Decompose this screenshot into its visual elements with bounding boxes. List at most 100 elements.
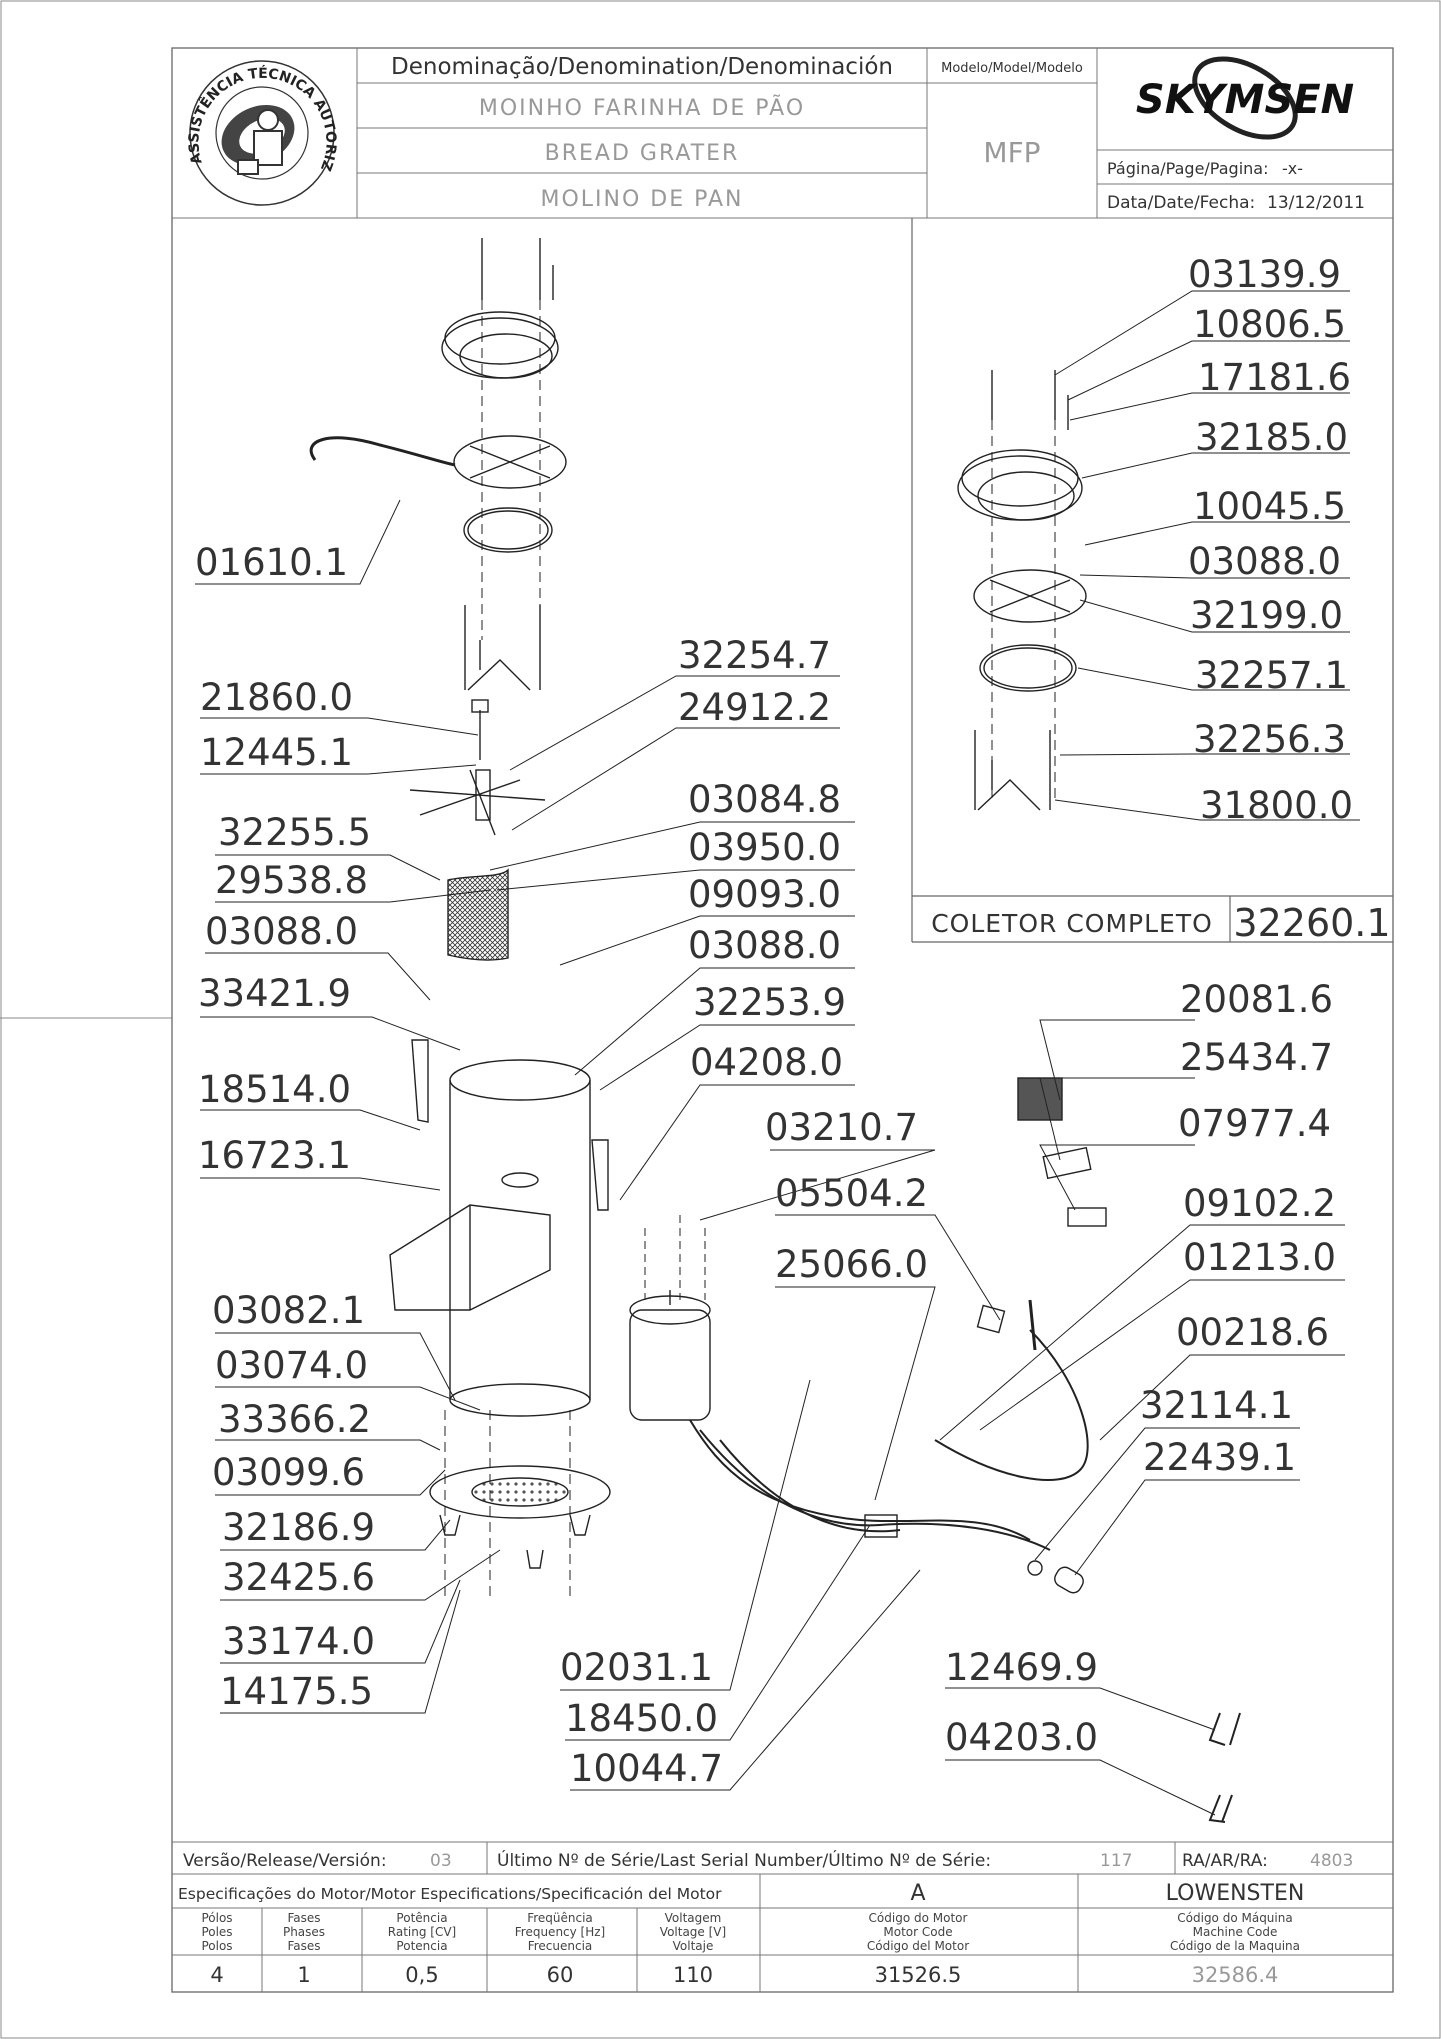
footer-table xyxy=(172,1841,1393,1992)
model-label: Modelo/Model/Modelo xyxy=(941,61,1083,76)
part-label: 03099.6 xyxy=(212,1451,365,1494)
part-label: 03088.0 xyxy=(205,910,358,953)
col-header: Código do Máquina xyxy=(1177,1911,1292,1925)
col-header: Código do Motor xyxy=(869,1911,968,1925)
spec-frequency: 60 xyxy=(547,1963,574,1987)
collector-part-label: 31800.0 xyxy=(1200,784,1353,827)
motor-manufacturer: LOWENSTEN xyxy=(1166,1881,1305,1906)
serial-label: Último Nº de Série/Last Serial Number/Úl… xyxy=(497,1849,991,1871)
part-label: 29538.8 xyxy=(215,859,368,902)
col-header: Fases xyxy=(287,1911,320,1925)
col-header: Motor Code xyxy=(883,1925,952,1939)
col-header: Freqüência xyxy=(527,1911,593,1925)
svg-text:ASSISTÊNCIA TÉCNICA AUTORIZADA: ASSISTÊNCIA TÉCNICA AUTORIZADA xyxy=(0,0,339,173)
part-label: 07977.4 xyxy=(1178,1102,1331,1145)
spec-rating: 0,5 xyxy=(405,1963,438,1987)
date-value: 13/12/2011 xyxy=(1267,193,1365,213)
spec-machine-code: 32586.4 xyxy=(1192,1963,1279,1987)
authorized-service-seal: ASSISTÊNCIA TÉCNICA AUTORIZADA xyxy=(0,0,339,206)
part-label: 33174.0 xyxy=(222,1620,375,1663)
denomination-label: Denominação/Denomination/Denominación xyxy=(391,54,893,80)
col-header: Poles xyxy=(201,1925,232,1939)
part-label: 04203.0 xyxy=(945,1716,1098,1759)
leader-lines-collector xyxy=(1054,290,1360,821)
brand-name: SKYMSEN xyxy=(1136,77,1354,123)
col-header: Phases xyxy=(283,1925,325,1939)
version-label: Versão/Release/Versión: xyxy=(183,1851,387,1871)
part-label: 25066.0 xyxy=(775,1243,928,1286)
part-label: 18514.0 xyxy=(198,1068,351,1111)
col-header: Voltaje xyxy=(673,1939,714,1953)
part-label: 16723.1 xyxy=(198,1134,351,1177)
part-label: 03088.0 xyxy=(688,924,841,967)
col-header: Voltage [V] xyxy=(660,1925,726,1939)
collector-part-label: 03088.0 xyxy=(1188,540,1341,583)
part-label: 32186.9 xyxy=(222,1506,375,1549)
col-header: Potência xyxy=(396,1911,447,1925)
page-value: -x- xyxy=(1282,159,1303,178)
col-header: Frequency [Hz] xyxy=(515,1925,606,1939)
part-label: 03210.7 xyxy=(765,1106,918,1149)
part-label: 12445.1 xyxy=(200,731,353,774)
date-label: Data/Date/Fecha: xyxy=(1107,193,1255,213)
part-label: 02031.1 xyxy=(560,1646,713,1689)
part-label: 09102.2 xyxy=(1183,1182,1336,1225)
ra-value: 4803 xyxy=(1310,1851,1353,1871)
col-header: Código del Motor xyxy=(867,1939,969,1953)
part-label: 03074.0 xyxy=(215,1344,368,1387)
collector-part-label: 03139.9 xyxy=(1188,253,1341,296)
motor-spec-label: Especificações do Motor/Motor Especifica… xyxy=(178,1885,722,1903)
col-header: Rating [CV] xyxy=(388,1925,456,1939)
product-name-en: BREAD GRATER xyxy=(545,141,740,166)
ra-label: RA/AR/RA: xyxy=(1182,1851,1268,1871)
part-label: 01213.0 xyxy=(1183,1236,1336,1279)
collector-part-label: 32185.0 xyxy=(1195,416,1348,459)
part-label: 00218.6 xyxy=(1176,1311,1329,1354)
collector-part-label: 32199.0 xyxy=(1190,594,1343,637)
spec-motor-code: 31526.5 xyxy=(875,1963,962,1987)
spec-poles: 4 xyxy=(210,1963,223,1987)
page-label: Página/Page/Pagina: xyxy=(1107,159,1268,178)
collector-part-label: 17181.6 xyxy=(1198,356,1351,399)
part-label: 32254.7 xyxy=(678,634,831,677)
part-label: 22439.1 xyxy=(1143,1436,1296,1479)
title-block xyxy=(172,48,1393,219)
collector-code: 32260.1 xyxy=(1233,901,1390,945)
part-label: 09093.0 xyxy=(688,873,841,916)
part-label: 25434.7 xyxy=(1180,1036,1333,1079)
part-label: 10044.7 xyxy=(570,1747,723,1790)
motor-spec-value: A xyxy=(910,1881,925,1906)
product-name-pt: MOINHO FARINHA DE PÃO xyxy=(479,94,805,121)
part-label: 24912.2 xyxy=(678,686,831,729)
exploded-view-main xyxy=(309,238,1241,1823)
col-header: Frecuencia xyxy=(528,1939,593,1953)
part-label: 05504.2 xyxy=(775,1172,928,1215)
part-label: 21860.0 xyxy=(200,676,353,719)
col-header: Potencia xyxy=(396,1939,447,1953)
exploded-view-collector xyxy=(957,370,1087,811)
part-label: 32425.6 xyxy=(222,1556,375,1599)
part-label: 12469.9 xyxy=(945,1646,1098,1689)
version-value: 03 xyxy=(430,1851,452,1871)
brand-logo: SKYMSEN xyxy=(1136,56,1354,140)
part-label: 03950.0 xyxy=(688,826,841,869)
seal-text: ASSISTÊNCIA TÉCNICA AUTORIZADA xyxy=(0,0,339,173)
product-name-es: MOLINO DE PAN xyxy=(540,187,743,212)
col-header: Pólos xyxy=(201,1911,232,1925)
part-label: 03084.8 xyxy=(688,778,841,821)
part-label: 32253.9 xyxy=(693,981,846,1024)
part-label: 04208.0 xyxy=(690,1041,843,1084)
part-label: 03082.1 xyxy=(212,1289,365,1332)
part-label: 18450.0 xyxy=(565,1697,718,1740)
col-header: Voltagem xyxy=(665,1911,722,1925)
part-label: 33366.2 xyxy=(218,1398,371,1441)
leader-lines xyxy=(195,499,1345,1816)
col-header: Polos xyxy=(201,1939,232,1953)
col-header: Fases xyxy=(287,1939,320,1953)
part-label: 32114.1 xyxy=(1140,1384,1293,1427)
part-label: 32255.5 xyxy=(218,811,371,854)
col-header: Código de la Maquina xyxy=(1170,1939,1300,1953)
collector-part-label: 10045.5 xyxy=(1193,485,1346,528)
sheet-frame xyxy=(171,47,1394,1993)
